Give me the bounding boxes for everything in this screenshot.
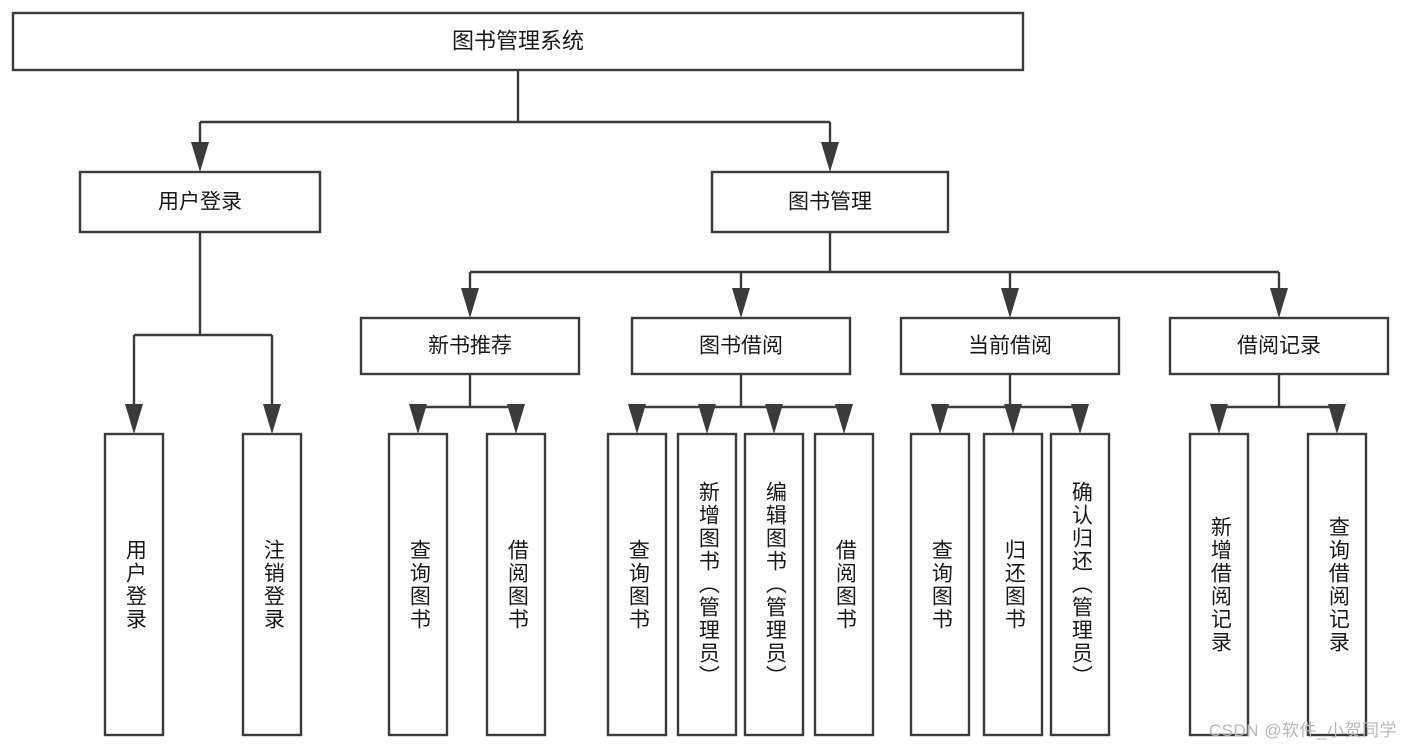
- root-arrow-0: [191, 142, 209, 172]
- leaf-node-box-leaf-user-logout[interactable]: [241, 432, 303, 737]
- level3-node-label-current-borrow: 当前借阅: [968, 335, 1052, 358]
- leaf-node-box-leaf-return-book[interactable]: [982, 432, 1044, 737]
- bookmanage-arrow-2: [1001, 288, 1019, 318]
- bookmanage-arrow-1: [732, 288, 750, 318]
- watermark-text: CSDN @软件_小贺同学: [1208, 721, 1397, 740]
- leaf-node-box-leaf-confirm-return[interactable]: [1049, 432, 1111, 737]
- leaf-node-box-leaf-borrow-book-2[interactable]: [813, 432, 875, 737]
- leaf-book-borrow-arrow-3: [835, 404, 853, 434]
- leaf-node-box-leaf-add-book[interactable]: [676, 432, 738, 737]
- bookmanage-arrow-3: [1270, 288, 1288, 318]
- leaf-node-box-leaf-add-record[interactable]: [1188, 432, 1250, 737]
- leaf-book-borrow-arrow-0: [628, 404, 646, 434]
- leaf-book-borrow-arrow-1: [698, 404, 716, 434]
- leaf-new-book-rec-arrow-0: [409, 404, 427, 434]
- level3-node-box-new-book-rec[interactable]: [359, 316, 581, 376]
- leaf-node-box-leaf-query-book-2[interactable]: [606, 432, 668, 737]
- leaf-node-box-leaf-query-book-1[interactable]: [387, 432, 449, 737]
- node-boxes-group: [11, 11, 1390, 737]
- connector-lines-group: [125, 70, 1346, 434]
- leaf-node-box-leaf-borrow-book-1[interactable]: [485, 432, 547, 737]
- level3-node-label-new-book-rec: 新书推荐: [428, 335, 512, 358]
- root-node-box[interactable]: [11, 11, 1025, 72]
- level3-node-box-current-borrow[interactable]: [899, 316, 1121, 376]
- leaf-borrow-record-arrow-0: [1210, 404, 1228, 434]
- leaf-new-book-rec-arrow-1: [507, 404, 525, 434]
- leaf-node-box-leaf-query-record[interactable]: [1306, 432, 1368, 737]
- level2-node-box-user-login[interactable]: [78, 170, 322, 234]
- bookmanage-arrow-0: [461, 288, 479, 318]
- root-arrow-1: [821, 142, 839, 172]
- leaf-book-borrow-arrow-2: [765, 404, 783, 434]
- level3-node-box-borrow-record[interactable]: [1168, 316, 1390, 376]
- leaf-node-box-leaf-query-book-3[interactable]: [909, 432, 971, 737]
- leaf-current-borrow-arrow-2: [1071, 404, 1089, 434]
- leaf-borrow-record-arrow-1: [1328, 404, 1346, 434]
- leaf-node-box-leaf-user-login[interactable]: [103, 432, 165, 737]
- level2-node-label-book-manage: 图书管理: [788, 191, 872, 214]
- level2-node-box-book-manage[interactable]: [710, 170, 950, 234]
- leaf-current-borrow-arrow-0: [931, 404, 949, 434]
- level2-node-label-user-login: 用户登录: [158, 191, 242, 214]
- level3-node-box-book-borrow[interactable]: [630, 316, 852, 376]
- level3-node-label-borrow-record: 借阅记录: [1237, 335, 1321, 358]
- leaf-node-box-leaf-edit-book[interactable]: [743, 432, 805, 737]
- leaf-user-login-arrow-1: [263, 404, 281, 434]
- leaf-user-login-arrow-0: [125, 404, 143, 434]
- level3-node-label-book-borrow: 图书借阅: [699, 335, 783, 358]
- root-node-label: 图书管理系统: [452, 28, 584, 53]
- leaf-current-borrow-arrow-1: [1004, 404, 1022, 434]
